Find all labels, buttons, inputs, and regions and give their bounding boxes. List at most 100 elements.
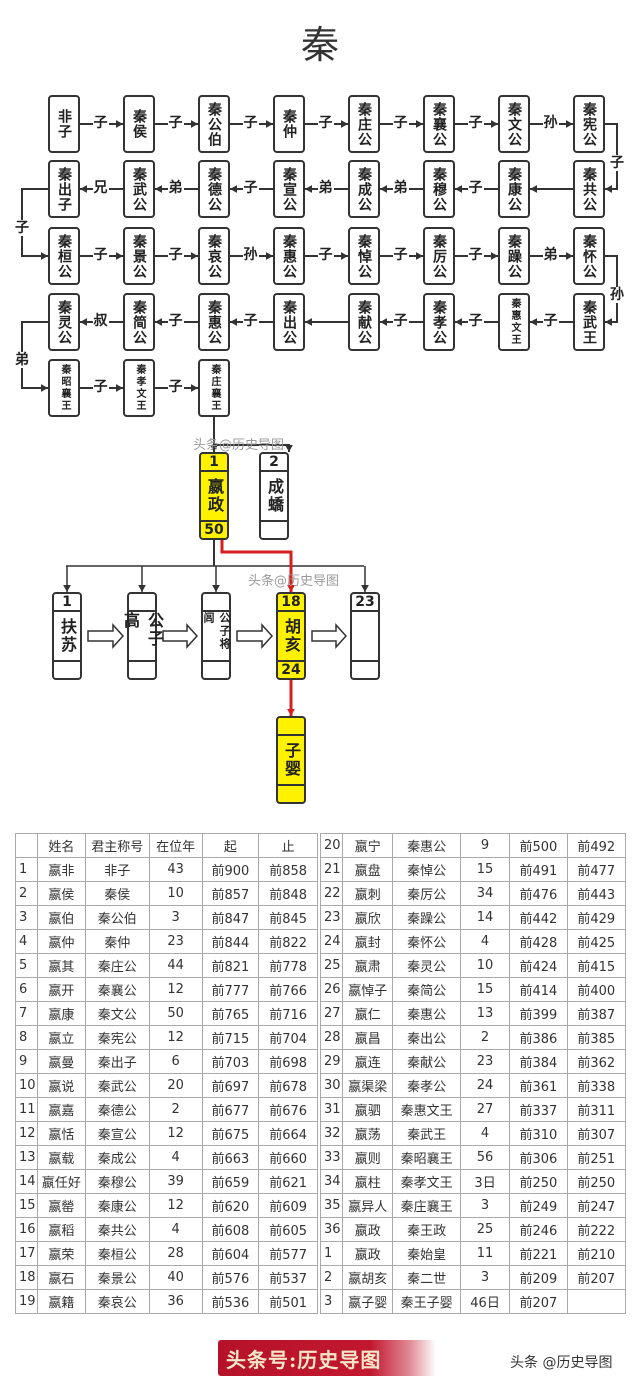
ruler-box[interactable]: 秦出公 bbox=[273, 293, 305, 351]
ruler-box[interactable]: 秦共公 bbox=[573, 160, 605, 218]
arrowhead-icon bbox=[191, 384, 198, 392]
ruler-box[interactable]: 秦公伯 bbox=[198, 95, 230, 153]
ruler-box[interactable]: 非子 bbox=[48, 95, 80, 153]
ruler-box[interactable]: 秦惠公 bbox=[273, 227, 305, 285]
arrowhead-icon bbox=[41, 384, 48, 392]
table-cell: 嬴罃 bbox=[36, 1193, 86, 1218]
ruler-box[interactable]: 秦昭襄王 bbox=[48, 359, 80, 417]
ruler-box[interactable]: 秦惠公 bbox=[198, 293, 230, 351]
emperor-box[interactable]: 子婴 bbox=[276, 716, 306, 804]
reign-order: 2 bbox=[261, 454, 287, 472]
table-cell: 前576 bbox=[201, 1265, 260, 1290]
arrowhead-icon bbox=[230, 185, 237, 193]
table-cell: 前415 bbox=[566, 953, 627, 978]
reign-end bbox=[203, 660, 229, 678]
table-cell: 8 bbox=[15, 1025, 38, 1050]
ruler-box[interactable]: 秦成公 bbox=[348, 160, 380, 218]
ruler-box[interactable]: 秦侯 bbox=[123, 95, 155, 153]
ruler-box[interactable]: 秦哀公 bbox=[198, 227, 230, 285]
ruler-box[interactable]: 秦简公 bbox=[123, 293, 155, 351]
table-cell: 秦孝公 bbox=[392, 1073, 461, 1098]
ruler-box[interactable]: 秦桓公 bbox=[48, 227, 80, 285]
table-cell: 前900 bbox=[201, 857, 260, 882]
ruler-box[interactable]: 秦康公 bbox=[498, 160, 530, 218]
table-cell: 秦躁公 bbox=[392, 905, 461, 930]
person-name: 嬴政 bbox=[205, 478, 224, 514]
ruler-box[interactable]: 秦躁公 bbox=[498, 227, 530, 285]
table-cell: 前577 bbox=[258, 1241, 318, 1266]
table-cell: 前310 bbox=[509, 1121, 568, 1146]
table-cell: 秦厉公 bbox=[392, 881, 461, 906]
arrowhead-icon bbox=[380, 185, 387, 193]
table-cell: 前251 bbox=[566, 1145, 627, 1170]
ruler-box[interactable]: 秦悼公 bbox=[348, 227, 380, 285]
ruler-box[interactable]: 秦厉公 bbox=[423, 227, 455, 285]
ruler-box[interactable]: 秦庄襄王 bbox=[198, 359, 230, 417]
ruler-box[interactable]: 秦景公 bbox=[123, 227, 155, 285]
table-cell: 秦献公 bbox=[392, 1049, 461, 1074]
ruler-box[interactable]: 秦襄公 bbox=[423, 95, 455, 153]
table-cell: 20 bbox=[148, 1073, 203, 1098]
ruler-name: 秦惠文王 bbox=[509, 298, 520, 346]
ruler-box[interactable]: 秦宪公 bbox=[573, 95, 605, 153]
table-cell: 31 bbox=[319, 1097, 344, 1122]
arrowhead-icon bbox=[80, 185, 87, 193]
table-cell: 秦文公 bbox=[84, 1001, 150, 1026]
arrowhead-icon bbox=[155, 185, 162, 193]
table-cell: 27 bbox=[459, 1097, 511, 1122]
table-cell: 14 bbox=[15, 1169, 38, 1194]
table-cell: 前821 bbox=[201, 953, 260, 978]
table-cell: 秦始皇 bbox=[392, 1241, 461, 1266]
ruler-box[interactable]: 秦穆公 bbox=[423, 160, 455, 218]
table-cell: 25 bbox=[459, 1217, 511, 1242]
person-box[interactable]: 公子高 bbox=[121, 592, 164, 680]
ruler-box[interactable]: 秦文公 bbox=[498, 95, 530, 153]
ruler-box[interactable]: 秦庄公 bbox=[348, 95, 380, 153]
ruler-box[interactable]: 秦献公 bbox=[348, 293, 380, 351]
table-cell: 前209 bbox=[509, 1265, 568, 1290]
table-cell: 27 bbox=[319, 1001, 344, 1026]
ruler-name: 秦孝公 bbox=[431, 299, 447, 345]
table-cell: 前429 bbox=[566, 905, 627, 930]
ruler-name: 秦悼公 bbox=[356, 233, 372, 279]
person-box[interactable]: 公子将闾 bbox=[201, 592, 231, 680]
ruler-box[interactable]: 秦灵公 bbox=[48, 293, 80, 351]
table-cell: 24 bbox=[319, 929, 344, 954]
person-box[interactable]: 23 bbox=[350, 592, 380, 680]
table-cell: 3 bbox=[319, 1289, 344, 1314]
hollow-arrow-icon bbox=[162, 623, 199, 649]
ruler-name: 秦康公 bbox=[506, 166, 522, 212]
ruler-box[interactable]: 秦惠文王 bbox=[498, 293, 530, 351]
arrowhead-icon bbox=[285, 445, 293, 452]
table-cell: 秦成公 bbox=[84, 1145, 150, 1170]
arrowhead-icon bbox=[116, 252, 123, 260]
relation-label: 子 bbox=[167, 379, 184, 395]
ruler-box[interactable]: 秦武王 bbox=[573, 293, 605, 351]
ruler-box[interactable]: 秦孝文王 bbox=[123, 359, 155, 417]
ruler-name: 秦怀公 bbox=[581, 233, 597, 279]
table-cell: 秦灵公 bbox=[392, 953, 461, 978]
table-cell: 秦襄公 bbox=[84, 977, 150, 1002]
table-cell: 36 bbox=[148, 1289, 203, 1314]
ruler-name: 秦惠公 bbox=[281, 233, 297, 279]
relation-label: 子 bbox=[392, 313, 409, 329]
ruler-box[interactable]: 秦怀公 bbox=[573, 227, 605, 285]
ruler-box[interactable]: 秦孝公 bbox=[423, 293, 455, 351]
ruler-box[interactable]: 秦宣公 bbox=[273, 160, 305, 218]
ruler-box[interactable]: 秦德公 bbox=[198, 160, 230, 218]
table-cell: 前477 bbox=[566, 857, 627, 882]
ruler-box[interactable]: 秦武公 bbox=[123, 160, 155, 218]
ruler-box[interactable]: 秦出子 bbox=[48, 160, 80, 218]
table-cell: 前221 bbox=[509, 1241, 568, 1266]
table-cell: 56 bbox=[459, 1145, 511, 1170]
ruler-box[interactable]: 秦仲 bbox=[273, 95, 305, 153]
